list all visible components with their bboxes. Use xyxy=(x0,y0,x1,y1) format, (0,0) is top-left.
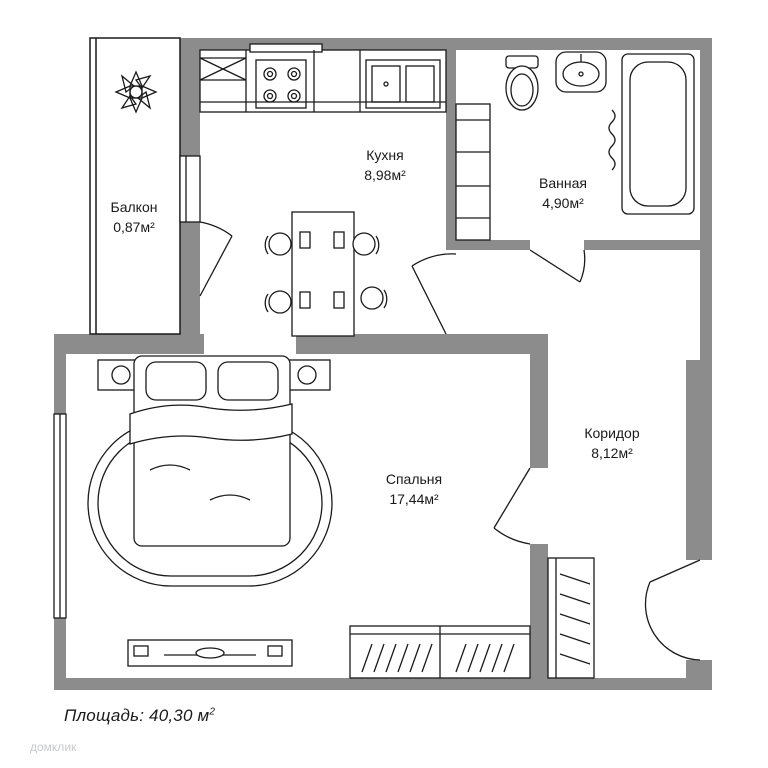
wall-kitchen-right-low xyxy=(446,334,456,354)
corridor-wardrobe xyxy=(547,557,595,679)
wall-bath-bottom xyxy=(446,240,530,250)
corridor-name: Коридор xyxy=(584,425,640,441)
kitchen-name: Кухня xyxy=(366,147,403,163)
total-area-label: Площадь: 40,30 м xyxy=(64,706,210,725)
bedroom-door xyxy=(493,467,531,545)
wall-bedroom-top xyxy=(54,334,204,354)
stove-icon xyxy=(255,59,307,109)
wall-bedroom-top-right xyxy=(296,334,548,354)
total-area-unit-power: 2 xyxy=(209,706,216,718)
wall-corridor-low xyxy=(530,544,548,690)
chair-icons xyxy=(264,232,388,314)
wardrobe xyxy=(349,625,531,679)
wall-right-lower xyxy=(686,360,712,560)
balcony-door xyxy=(199,221,233,297)
entrance-door xyxy=(644,559,701,661)
watermark: домклик xyxy=(30,740,77,754)
balcony xyxy=(89,37,181,335)
total-area: Площадь: 40,30 м2 xyxy=(64,706,215,726)
wall-kitchen-left-top xyxy=(180,38,200,156)
bathtub-icon xyxy=(608,53,695,215)
wall-bottom xyxy=(54,678,712,690)
wall-bath-left xyxy=(446,50,456,250)
bedroom-area: 17,44м² xyxy=(389,491,439,507)
plant-icon xyxy=(114,70,158,114)
wall-kitchen-left-low xyxy=(180,298,200,354)
sink-icon xyxy=(365,59,441,109)
wall-corridor-mid xyxy=(530,334,548,468)
bed-icon xyxy=(129,355,293,547)
corridor-area: 8,12м² xyxy=(591,445,633,461)
bedroom-name: Спальня xyxy=(386,471,442,487)
balcony-name: Балкон xyxy=(111,199,158,215)
wall-bath-bottom-right xyxy=(584,240,700,250)
bathroom-door xyxy=(529,249,586,283)
kitchen-door xyxy=(411,253,457,335)
bathroom-name: Ванная xyxy=(539,175,587,191)
dining-table xyxy=(291,211,355,337)
bedroom-window xyxy=(53,413,67,619)
kitchen-area: 8,98м² xyxy=(364,167,406,183)
balcony-area: 0,87м² xyxy=(113,219,155,235)
washbasin-icon xyxy=(555,51,607,93)
bathroom-area: 4,90м² xyxy=(542,195,584,211)
dresser xyxy=(127,639,293,667)
toilet-icon xyxy=(505,55,539,111)
bathroom-shelves xyxy=(455,103,491,241)
balcony-window xyxy=(179,155,201,223)
